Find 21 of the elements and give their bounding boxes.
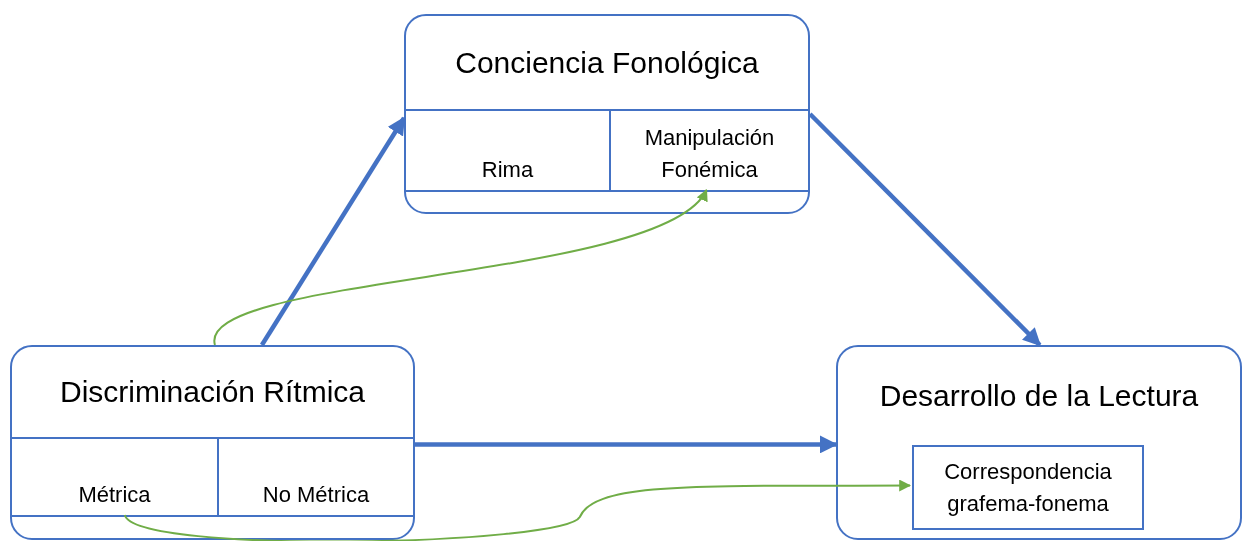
inner-box	[912, 445, 1144, 530]
rounded-box	[404, 14, 810, 214]
arrow	[260, 116, 406, 347]
table-cell	[406, 109, 609, 192]
arrow	[213, 189, 708, 346]
box-heading: Conciencia Fonológica	[455, 44, 759, 81]
rounded-box	[10, 345, 415, 540]
table-cell	[217, 437, 413, 517]
cell-text: Manipulación Fonémica	[643, 124, 776, 184]
table-cell	[609, 109, 808, 192]
cell-text: Rima	[481, 156, 534, 184]
box-heading: Discriminación Rítmica	[59, 374, 366, 411]
arrow	[415, 435, 838, 454]
cell-text: Métrica	[78, 481, 151, 509]
cell-text: No Métrica	[262, 481, 370, 509]
box-heading: Desarrollo de la Lectura	[879, 378, 1199, 415]
table-cell	[12, 437, 217, 517]
arrow	[123, 479, 912, 541]
arrow	[808, 112, 1042, 347]
cell-text: Correspondencia grafema-fonema	[943, 457, 1113, 518]
rounded-box	[836, 345, 1242, 540]
